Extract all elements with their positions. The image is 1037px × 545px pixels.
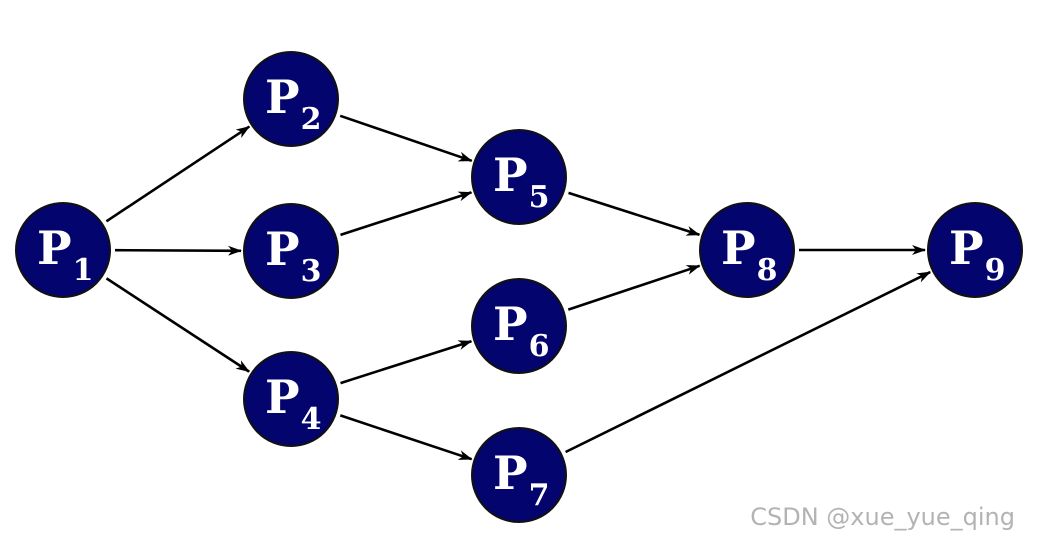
edge-p1-p2 [105, 125, 251, 223]
node-subscript: 8 [757, 253, 778, 288]
node-label: P5 [493, 148, 549, 215]
node-subscript: 9 [985, 253, 1006, 288]
node-circle [471, 278, 567, 374]
node-circle [699, 202, 795, 298]
edge-p1-p4 [105, 277, 250, 373]
node-letter: P [949, 221, 984, 275]
node-letter: P [265, 222, 300, 276]
node-p9: P9 [927, 202, 1023, 298]
node-p6: P6 [471, 278, 567, 374]
edge-p3-p5 [340, 191, 473, 237]
node-p4: P4 [243, 351, 339, 447]
node-p2: P2 [243, 51, 339, 147]
node-subscript: 7 [529, 478, 550, 513]
node-p3: P3 [243, 203, 339, 299]
node-label: P1 [37, 221, 93, 288]
node-letter: P [493, 148, 528, 202]
edge-p2-p5 [339, 114, 473, 163]
node-label: P3 [265, 222, 321, 289]
edges-layer [105, 114, 932, 461]
node-letter: P [493, 446, 528, 500]
node-label: P7 [493, 446, 549, 513]
node-p5: P5 [471, 129, 567, 225]
node-subscript: 2 [301, 102, 322, 137]
edge-p4-p7 [339, 414, 473, 461]
node-subscript: 6 [529, 329, 550, 364]
edge-p6-p8 [567, 264, 701, 311]
node-letter: P [721, 221, 756, 275]
node-circle [243, 203, 339, 299]
node-label: P6 [493, 297, 549, 364]
node-letter: P [37, 221, 72, 275]
node-circle [243, 51, 339, 147]
edge-p5-p8 [568, 191, 701, 237]
node-label: P8 [721, 221, 777, 288]
node-circle [927, 202, 1023, 298]
node-subscript: 5 [529, 180, 550, 215]
node-p1: P1 [15, 202, 111, 298]
node-circle [471, 129, 567, 225]
node-circle [243, 351, 339, 447]
watermark-text: CSDN @xue_yue_qing [750, 503, 1015, 531]
node-p8: P8 [699, 202, 795, 298]
edge-p1-p3 [114, 245, 242, 256]
node-subscript: 1 [73, 253, 94, 288]
node-p7: P7 [471, 427, 567, 523]
node-letter: P [493, 297, 528, 351]
node-label: P4 [265, 370, 321, 437]
node-letter: P [265, 70, 300, 124]
node-letter: P [265, 370, 300, 424]
node-label: P2 [265, 70, 321, 137]
node-circle [471, 427, 567, 523]
edge-p7-p9 [565, 270, 932, 454]
node-circle [15, 202, 111, 298]
node-subscript: 3 [301, 254, 322, 289]
edge-p4-p6 [340, 339, 473, 385]
node-label: P9 [949, 221, 1005, 288]
node-subscript: 4 [301, 402, 322, 437]
